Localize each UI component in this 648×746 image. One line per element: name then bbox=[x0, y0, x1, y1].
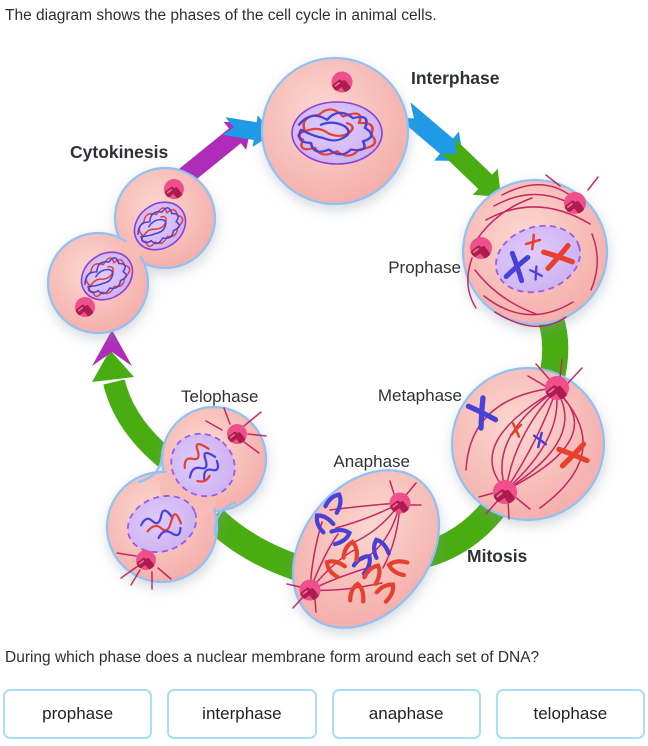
arrow-cytokinesis-to-interphase bbox=[172, 121, 252, 190]
cell-cycle-diagram: Interphase Cytokinesis Mitosis Prophase … bbox=[46, 56, 609, 629]
centrosome bbox=[75, 297, 95, 317]
centrosome bbox=[469, 236, 493, 260]
label-prophase: Prophase bbox=[388, 258, 461, 277]
centrosome bbox=[389, 492, 411, 514]
spindle-fibers bbox=[467, 174, 599, 328]
arrow-into-prophase bbox=[441, 138, 501, 197]
label-anaphase: Anaphase bbox=[333, 452, 410, 471]
phase-labels: Interphase Cytokinesis Mitosis Prophase … bbox=[70, 68, 528, 566]
answer-choice-anaphase[interactable]: anaphase bbox=[331, 689, 481, 739]
intro-text: The diagram shows the phases of the cell… bbox=[5, 7, 437, 24]
cytokinesis-cell bbox=[46, 166, 217, 335]
interphase-cell bbox=[260, 56, 410, 206]
centrosome bbox=[227, 424, 247, 444]
centrosome bbox=[331, 71, 353, 93]
centrosome bbox=[544, 375, 570, 401]
spindle-fibers bbox=[465, 359, 584, 520]
chromatin bbox=[183, 443, 220, 483]
arrow-out-of-interphase bbox=[397, 102, 464, 161]
metaphase-cell bbox=[450, 359, 606, 522]
centrosome bbox=[136, 550, 156, 570]
label-telophase: Telophase bbox=[181, 387, 259, 406]
answer-choice-telophase[interactable]: telophase bbox=[495, 689, 645, 739]
label-cytokinesis: Cytokinesis bbox=[70, 142, 168, 162]
centrosome bbox=[164, 179, 184, 199]
arrow-telophase-head bbox=[92, 350, 134, 382]
arrow-into-interphase bbox=[222, 115, 273, 147]
label-mitosis: Mitosis bbox=[467, 546, 528, 566]
label-metaphase: Metaphase bbox=[378, 386, 462, 405]
answer-choice-interphase[interactable]: interphase bbox=[167, 689, 317, 739]
answer-choice-prophase[interactable]: prophase bbox=[3, 689, 153, 739]
centrosome bbox=[563, 191, 587, 215]
prophase-cell bbox=[461, 174, 609, 328]
anaphase-cell bbox=[286, 469, 441, 629]
label-interphase: Interphase bbox=[411, 68, 500, 88]
centrosome bbox=[299, 579, 321, 601]
question-text: During which phase does a nuclear membra… bbox=[5, 649, 540, 666]
arrow-chevron-cytokinesis bbox=[92, 330, 132, 366]
chromatin bbox=[140, 509, 183, 540]
arrow-telophase-shaft bbox=[103, 379, 173, 467]
answer-choices: prophase interphase anaphase telophase bbox=[0, 689, 648, 739]
telophase-cell bbox=[105, 405, 268, 590]
centrosome bbox=[492, 479, 518, 505]
aster-rays bbox=[116, 407, 267, 590]
